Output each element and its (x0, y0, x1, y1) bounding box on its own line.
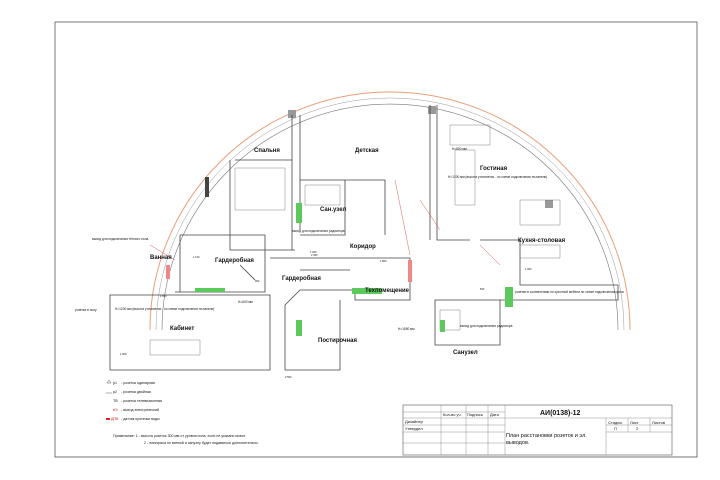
room-kitchen: Кухня-столовая (518, 238, 566, 244)
legend: р1 - розетка одинарная р2 - розетка двой… (106, 379, 162, 421)
remark-2: 2 - электрика по ванной и санузлу будет … (144, 441, 259, 445)
room-bath: Ванная (150, 255, 172, 261)
svg-text:- розетка телевизионная: - розетка телевизионная (121, 399, 162, 403)
svg-text:Стадия: Стадия (608, 420, 622, 425)
svg-text:ДПВ: ДПВ (111, 417, 119, 421)
title-block: АИ(0138)-12 Кол-во уч. Подпись Дата Диза… (402, 404, 673, 456)
svg-text:- розетка одинарная: - розетка одинарная (121, 381, 155, 385)
svg-text:1 200: 1 200 (310, 250, 317, 254)
remark-1: Примечание: 1 - высота розеток 300 мм от… (113, 434, 246, 438)
room-wc2: Санузел (453, 350, 478, 356)
svg-text:TB: TB (113, 399, 118, 403)
svg-text:Утвердил: Утвердил (405, 426, 423, 431)
room-wardrobe-2: Гардеробная (282, 275, 321, 282)
svg-text:р2: р2 (113, 390, 117, 394)
room-wardrobe-1: Гардеробная (215, 257, 254, 264)
room-bedroom: Спальня (254, 148, 280, 154)
sheet-frame (54, 21, 698, 458)
facade-arc (149, 91, 631, 331)
svg-text:- розетка двойная: - розетка двойная (121, 390, 151, 394)
legend-item: TB - розетка телевизионная (113, 399, 162, 403)
svg-text:вЭ: вЭ (113, 408, 118, 412)
svg-text:500: 500 (480, 287, 485, 291)
svg-text:1 000: 1 000 (525, 267, 532, 271)
dimensions: 1 100 1 200 900 2 360 1 800 1 500 1 600 … (120, 250, 532, 379)
svg-text:2 500: 2 500 (285, 375, 292, 379)
room-wc1: Сан.узел (320, 207, 347, 213)
svg-text:Листов: Листов (652, 420, 665, 425)
legend-item: вЭ - выход электрический (113, 408, 159, 412)
svg-text:Дизайнер: Дизайнер (405, 419, 424, 424)
note-study-height: H=1200 мм (высота уточняется - по схеме … (115, 307, 214, 311)
room-study: Кабинет (170, 325, 194, 332)
svg-text:р1: р1 (113, 381, 117, 385)
svg-text:- выход электрический: - выход электрический (121, 408, 159, 412)
svg-text:1 500: 1 500 (160, 294, 167, 298)
room-corridor: Коридор (350, 244, 376, 250)
svg-text:2 360: 2 360 (311, 253, 318, 257)
note-radiator-2: выход для подключения радиатора (460, 324, 513, 328)
room-tech: Техпомещение (365, 288, 410, 294)
svg-text:1 600: 1 600 (120, 352, 127, 356)
legend-item: ДПВ - датчик протечки воды (106, 417, 160, 421)
note-kitchen: розетки в соответствии по кухонной мебел… (515, 290, 624, 294)
sheet-title: План расстановки розеток и эл. выводов. (506, 433, 587, 446)
note-wc2-height: H=1650 мм (398, 327, 415, 331)
note-bath: выход для подключения тёплого пола (92, 237, 148, 241)
walls (109, 105, 619, 371)
svg-text:Кол-во уч.: Кол-во уч. (443, 412, 462, 417)
legend-item: р2 - розетка двойная (106, 390, 151, 394)
svg-text:П: П (614, 426, 617, 431)
svg-text:Дата: Дата (490, 412, 500, 417)
room-living: Гостиная (480, 166, 508, 172)
svg-text:1 800: 1 800 (380, 259, 387, 263)
note-study-h2: H=600 мм (238, 300, 253, 304)
note-living-h2: H=800 мм (452, 147, 467, 151)
svg-text:900: 900 (255, 279, 260, 283)
svg-text:1 100: 1 100 (193, 255, 200, 259)
legend-item: р1 - розетка одинарная (106, 379, 155, 385)
svg-text:- датчик протечки воды: - датчик протечки воды (121, 417, 160, 421)
svg-text:2: 2 (636, 426, 639, 431)
note-living-height: H=1200 мм (высота уточняется - по схеме … (448, 175, 547, 179)
room-laundry: Постирочная (318, 338, 357, 344)
svg-text:Лист: Лист (630, 420, 639, 425)
note-radiator-1: выход для подключения радиатора (292, 229, 345, 233)
fixtures (166, 203, 513, 336)
svg-text:Подпись: Подпись (467, 412, 483, 417)
room-kids: Детская (355, 148, 379, 154)
note-left-outlet: розетка в полу (75, 308, 97, 312)
drawing-code: АИ(0138)-12 (540, 410, 581, 417)
